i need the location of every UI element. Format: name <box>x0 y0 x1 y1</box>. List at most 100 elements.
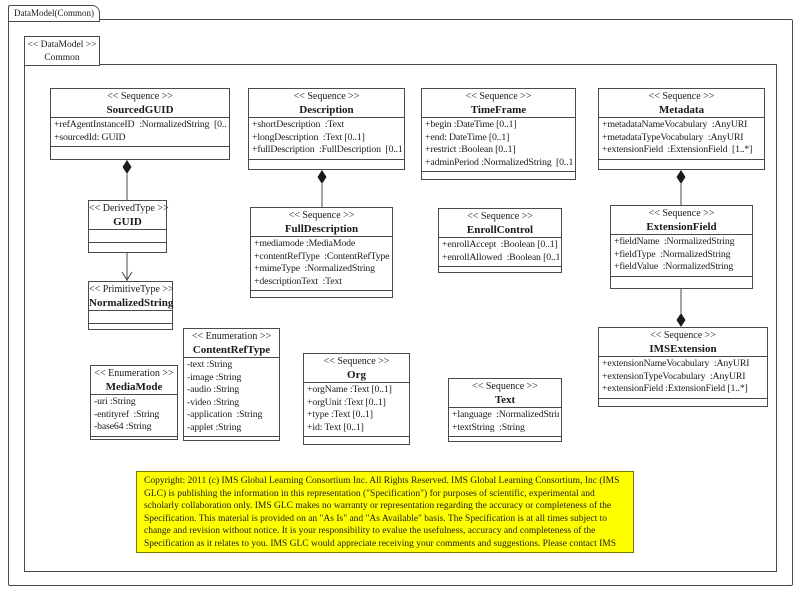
class-metadata[interactable]: << Sequence >> Metadata +metadataNameVocab… <box>598 88 765 170</box>
class-attributes-compartment: -uri :String-entityref :String-base64 :S… <box>91 394 177 436</box>
diagram-window-tab[interactable]: DataModel(Common) <box>8 5 100 22</box>
class-header: << Sequence >>SourcedGUID <box>51 89 229 117</box>
class-stereotype: << Sequence >> <box>648 91 715 102</box>
class-empty-compartment <box>251 290 392 297</box>
connector-sourcedguid-guid-composition[interactable] <box>122 160 132 200</box>
class-attributes-compartment: +shortDescription :Text+longDescription … <box>249 117 404 159</box>
class-mediamode[interactable]: << Enumeration >> MediaMode-uri :String-e… <box>90 365 178 440</box>
class-attributes-compartment: +extensionNameVocabulary :AnyURI+extensi… <box>599 356 767 398</box>
copyright-note[interactable]: Copyright: 2011 (c) IMS Global Learning … <box>136 471 634 553</box>
connector-extensionfield-imsextension-composition[interactable] <box>676 289 686 327</box>
class-attribute: -base64 :String <box>94 421 152 432</box>
class-attribute: +metadataNameVocabulary :AnyURI <box>602 119 748 130</box>
class-attribute: -video :String <box>187 396 240 408</box>
class-stereotype: << PrimitiveType >> <box>89 284 174 295</box>
class-attribute: +adminPeriod :NormalizedString [0..1] <box>425 156 573 168</box>
class-attribute: +end: DateTime [0..1] <box>425 131 510 143</box>
class-attribute: +longDescription :Text [0..1] <box>252 131 365 143</box>
class-attribute: +enrollAllowed :Boolean [0..1] <box>442 251 559 263</box>
class-attribute: +metadataTypeVocabulary :AnyURI <box>602 131 744 143</box>
class-header: << DerivedType >> GUID <box>89 201 169 229</box>
class-stereotype: << Sequence >> <box>323 356 390 367</box>
connector-metadata-extensionfield-composition[interactable] <box>676 170 686 205</box>
class-attribute: +textString :String <box>452 421 525 433</box>
class-fulldescription[interactable]: << Sequence >>FullDescription+mediamode … <box>250 207 393 298</box>
class-name: Description <box>299 104 354 116</box>
class-attributes-compartment: +language :NormalizedString+textString :… <box>449 407 561 436</box>
class-attribute: +id: Text [0..1] <box>307 421 364 433</box>
class-header: << Sequence >> IMSExtension <box>599 328 767 356</box>
class-stereotype: << Sequence >> <box>648 208 715 219</box>
class-empty-compartment <box>91 435 177 441</box>
class-name: IMSExtension <box>649 343 717 355</box>
class-enrollcontrol[interactable]: << Sequence >>EnrollControl+enrollAccept… <box>438 208 562 273</box>
class-stereotype: << Sequence >> <box>467 211 533 222</box>
class-header: << Sequence >> ExtensionField <box>611 206 752 234</box>
class-extensionfield[interactable]: << Sequence >>ExtensionField+fieldName :… <box>610 205 753 289</box>
class-name: GUID <box>113 216 142 228</box>
class-empty-compartment <box>51 146 229 159</box>
class-empty-compartment <box>89 229 166 242</box>
class-name: ExtensionField <box>646 221 717 233</box>
class-guid[interactable]: << DerivedType >> GUID <box>88 200 169 253</box>
class-attributes-compartment: +mediamode :MediaMode+contentRefType :Co… <box>251 236 392 290</box>
class-empty-compartment <box>304 436 409 444</box>
class-attribute: -applet :String <box>187 421 242 433</box>
class-org[interactable]: << Sequence >>Org+orgName :Text [0..1]+o… <box>303 353 410 445</box>
class-empty-compartment <box>449 436 561 441</box>
class-description[interactable]: << Sequence >>Description+shortDescripti… <box>248 88 405 170</box>
class-attribute: +sourcedId: GUID <box>54 131 126 143</box>
package-body <box>24 64 777 572</box>
generalization-arrow-icon <box>121 271 133 281</box>
class-attribute: +mediamode :MediaMode <box>254 238 356 249</box>
class-header: << Sequence >> Description <box>249 89 404 117</box>
class-attribute: +mimeType :NormalizedString <box>254 263 375 274</box>
class-stereotype: << DerivedType >> <box>89 203 169 214</box>
class-attribute: -text :String <box>187 359 233 370</box>
class-attribute: -audio :String <box>187 384 240 395</box>
class-attribute: +refAgentInstanceID :NormalizedString [0… <box>54 119 227 130</box>
class-name: Org <box>347 369 366 381</box>
class-attribute: +shortDescription :Text <box>252 119 345 130</box>
class-attribute: +extensionField :ExtensionField [1..*] <box>602 144 753 155</box>
class-sourcedguid[interactable]: << Sequence >>SourcedGUID +refAgentInstan… <box>50 88 230 160</box>
class-attribute: +orgName :Text [0..1] <box>307 384 392 395</box>
class-normalizedstring[interactable]: << PrimitiveType >> NormalizedString <box>88 281 174 330</box>
class-stereotype: << Sequence >> <box>650 330 716 341</box>
class-name: Metadata <box>658 104 705 116</box>
class-contentreftype[interactable]: << Enumeration >>ContentRefType-text :St… <box>183 328 280 441</box>
composition-diamond-icon <box>122 160 132 174</box>
class-name: Text <box>494 394 516 406</box>
package-name-tab[interactable]: Common <box>24 53 100 66</box>
class-attribute: +extensionField :ExtensionField [1..*] <box>602 383 748 394</box>
class-attributes-compartment: +enrollAccept :Boolean [0..1]+enrollAllo… <box>439 237 561 266</box>
class-timeframe[interactable]: << Sequence >>TimeFrame+begin :DateTime … <box>421 88 576 180</box>
class-empty-compartment <box>611 275 752 289</box>
class-empty-compartment <box>249 158 404 170</box>
class-header: << Sequence >> EnrollControl <box>439 209 561 237</box>
connector-description-fulldescription-composition[interactable] <box>317 170 327 207</box>
class-empty-compartment <box>89 323 172 329</box>
class-stereotype: << Enumeration >> <box>191 331 272 342</box>
class-name: MediaMode <box>105 381 163 393</box>
class-name: TimeFrame <box>470 104 527 116</box>
class-attribute: +enrollAccept :Boolean [0..1] <box>442 239 558 250</box>
class-stereotype: << Sequence >> <box>465 91 532 102</box>
class-stereotype: << Sequence >> <box>288 210 355 221</box>
class-stereotype: << Sequence >> <box>472 381 538 392</box>
connector-guid-normalizedstring-generalization[interactable] <box>121 253 133 281</box>
class-text[interactable]: << Sequence >>Text+language :NormalizedS… <box>448 378 562 442</box>
composition-diamond-icon <box>676 313 686 327</box>
class-stereotype: << Enumeration >> <box>94 368 174 379</box>
composition-diamond-icon <box>317 170 327 184</box>
class-name: FullDescription <box>284 223 359 235</box>
class-stereotype: << Sequence >> <box>293 91 360 102</box>
class-attribute: +descriptionText :Text <box>254 275 342 287</box>
class-imsextension[interactable]: << Sequence >> IMSExtension+extensionName… <box>598 327 768 407</box>
class-name: NormalizedString <box>89 297 174 309</box>
class-name: SourcedGUID <box>106 104 174 116</box>
class-name: EnrollControl <box>466 224 534 236</box>
class-empty-compartment <box>422 171 575 179</box>
class-attribute: +language :NormalizedString <box>452 409 559 420</box>
